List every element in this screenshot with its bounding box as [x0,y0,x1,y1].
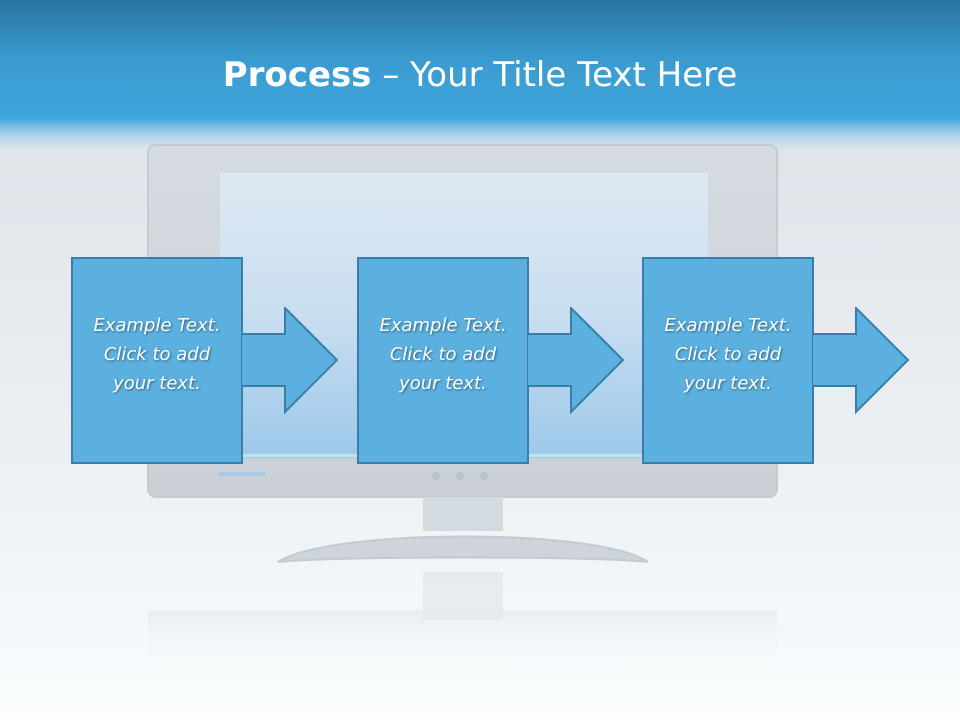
step-line-3: your text. [399,373,487,394]
power-light [218,472,266,476]
monitor-button-1 [432,472,440,480]
monitor-button-2 [456,472,464,480]
step-line-2: Click to add [389,344,497,365]
step-text[interactable]: Example Text. Click to add your text. [642,311,814,398]
step-line-2: Click to add [103,344,211,365]
step-line-2: Click to add [674,344,782,365]
process-step-1[interactable]: Example Text. Click to add your text. [71,257,341,467]
step-text[interactable]: Example Text. Click to add your text. [357,311,529,398]
title-rest: – Your Title Text Here [371,55,738,95]
arrow-right-icon [812,307,910,415]
step-line-1: Example Text. [664,315,792,336]
arrow-right-icon [527,307,625,415]
neck-reflection [423,572,503,620]
step-line-1: Example Text. [379,315,507,336]
step-line-1: Example Text. [93,315,221,336]
monitor-button-3 [480,472,488,480]
step-text[interactable]: Example Text. Click to add your text. [71,311,243,398]
monitor-neck [423,497,503,531]
step-line-3: your text. [684,373,772,394]
arrow-right-icon [241,307,339,415]
step-box[interactable] [71,257,243,464]
process-step-3[interactable]: Example Text. Click to add your text. [642,257,912,467]
page-title: Process – Your Title Text Here [0,52,960,98]
title-bold: Process [222,55,372,95]
title-bar [0,0,960,150]
step-box[interactable] [642,257,814,464]
step-line-3: your text. [113,373,201,394]
step-box[interactable] [357,257,529,464]
monitor-base [277,535,649,563]
process-step-2[interactable]: Example Text. Click to add your text. [357,257,627,467]
